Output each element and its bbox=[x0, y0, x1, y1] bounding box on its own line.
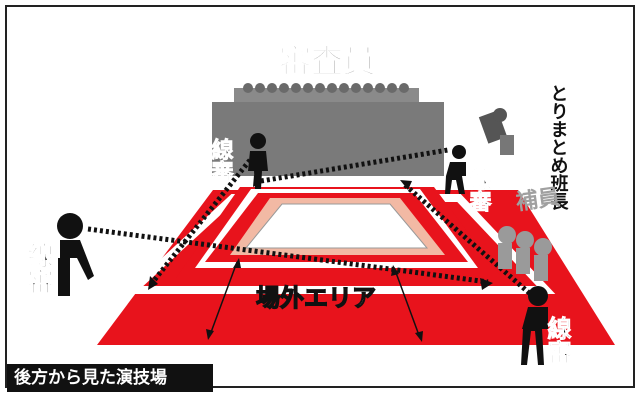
reserve-group bbox=[498, 226, 552, 281]
reserve-label: 補員 bbox=[513, 184, 561, 216]
line-judge-label-top-left: 線審 bbox=[208, 137, 235, 183]
judges-title: 審査員 bbox=[278, 42, 375, 80]
caption-text: 後方から見た演技場 bbox=[14, 368, 167, 388]
recorder-label: とりまとめ班長 bbox=[548, 84, 569, 211]
caption-bar bbox=[7, 364, 213, 392]
line-judge-left bbox=[57, 213, 94, 296]
line-judge-top-right bbox=[445, 145, 466, 194]
judges-stand bbox=[212, 83, 444, 176]
arrow-tips bbox=[206, 258, 423, 342]
boundary-line bbox=[122, 194, 556, 294]
line-judge-top-left bbox=[248, 133, 268, 189]
line-judge-bottom-right bbox=[521, 286, 548, 365]
line-judge-label-bottom-right: 線審 bbox=[543, 315, 572, 364]
line-judge-label-left: 線審 bbox=[23, 241, 54, 294]
line-judge-label-top-right: 線審 bbox=[466, 167, 493, 213]
recorder-figure bbox=[478, 108, 514, 155]
out-area-arrows bbox=[209, 261, 421, 339]
sightlines bbox=[87, 147, 537, 300]
floor-center bbox=[244, 203, 429, 249]
out-area-label: 場外エリア bbox=[256, 284, 376, 312]
